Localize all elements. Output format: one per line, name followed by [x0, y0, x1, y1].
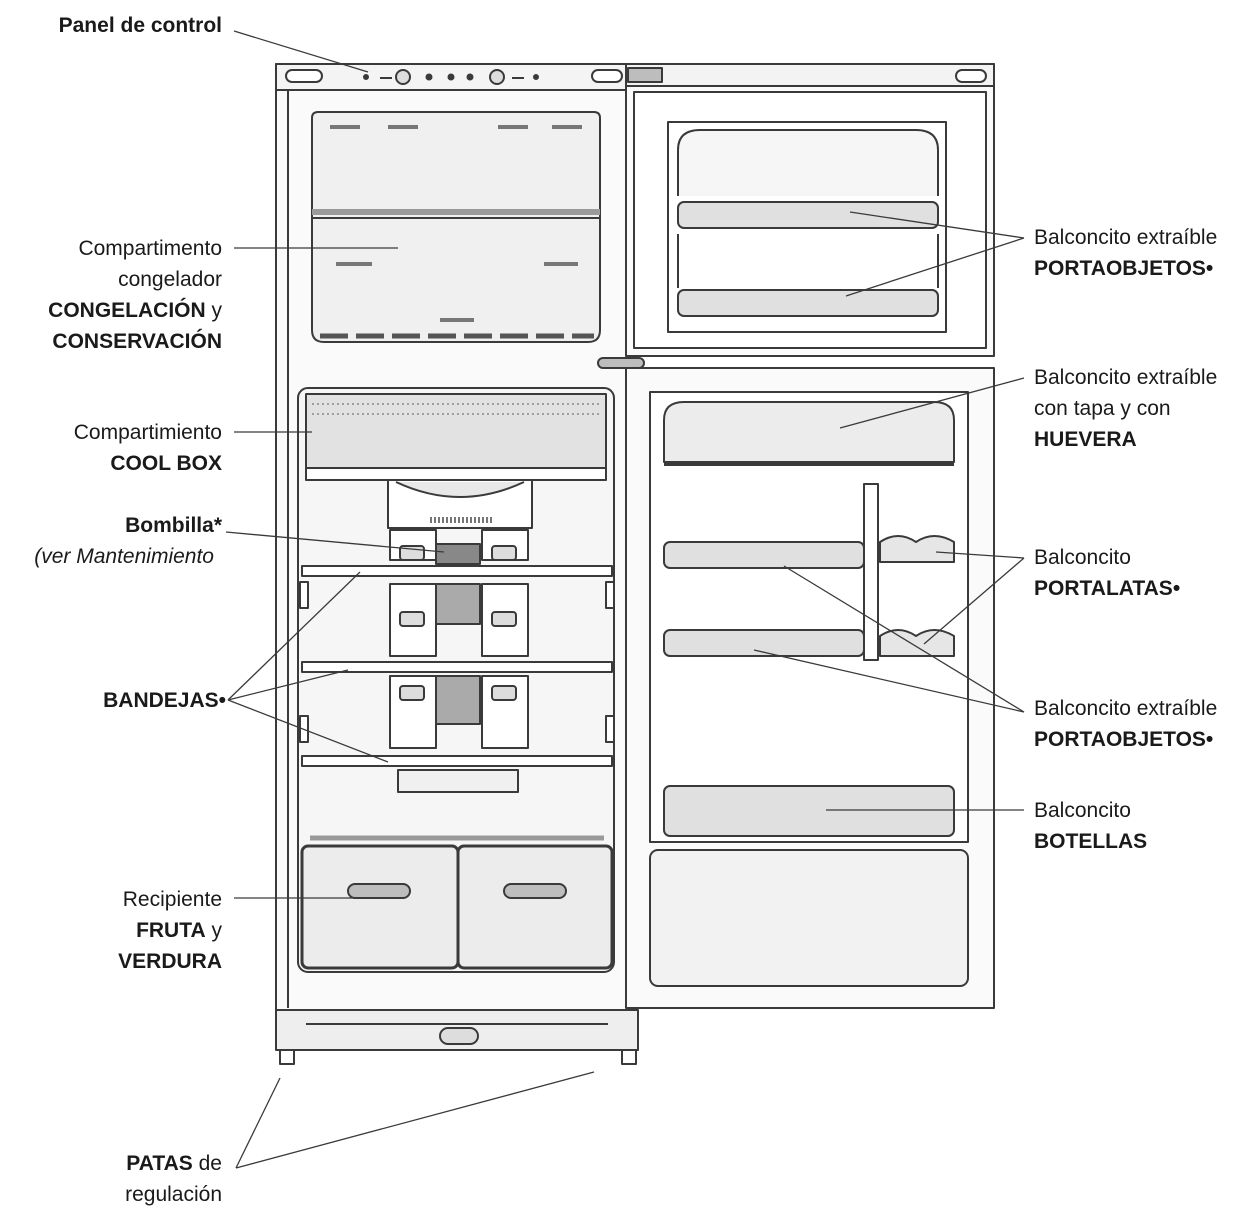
- label-trays: BANDEJAS•: [0, 685, 226, 716]
- cabinet-base: [276, 1010, 638, 1064]
- foot-right: [622, 1050, 636, 1064]
- door-hinge: [598, 358, 644, 368]
- label-egg-shelf: Balconcito extraíble con tapa y con HUEV…: [1034, 362, 1217, 455]
- cool-box: [306, 394, 606, 480]
- lamp-housing: [388, 480, 532, 748]
- thermostat-knob-icon: [396, 70, 410, 84]
- crisper-drawers: [302, 838, 612, 968]
- label-freezer-compartment: Compartimento congelador CONGELACIÓN y C…: [0, 233, 222, 357]
- freezer-compartment: [312, 112, 600, 342]
- label-bulb: Bombilla* (ver Mantenimiento: [0, 510, 222, 572]
- label-door-mid-shelf: Balconcito extraíble PORTAOBJETOS•: [1034, 693, 1217, 755]
- thermostat-knob-icon: [490, 70, 504, 84]
- fridge-door: [626, 368, 994, 1008]
- label-can-shelf: Balconcito PORTALATAS•: [1034, 542, 1180, 604]
- freezer-door: [626, 64, 994, 356]
- control-panel: [276, 64, 628, 90]
- foot-left: [280, 1050, 294, 1064]
- fridge-compartment: [298, 388, 614, 972]
- label-panel-control: Panel de control: [0, 10, 222, 41]
- label-door-top-shelf: Balconcito extraíble PORTAOBJETOS•: [1034, 222, 1217, 284]
- label-cool-box: Compartimiento COOL BOX: [0, 417, 222, 479]
- label-bottle-shelf: Balconcito BOTELLAS: [1034, 795, 1147, 857]
- label-feet: PATAS de regulación: [0, 1148, 222, 1210]
- label-crisper: Recipiente FRUTA y VERDURA: [0, 884, 222, 977]
